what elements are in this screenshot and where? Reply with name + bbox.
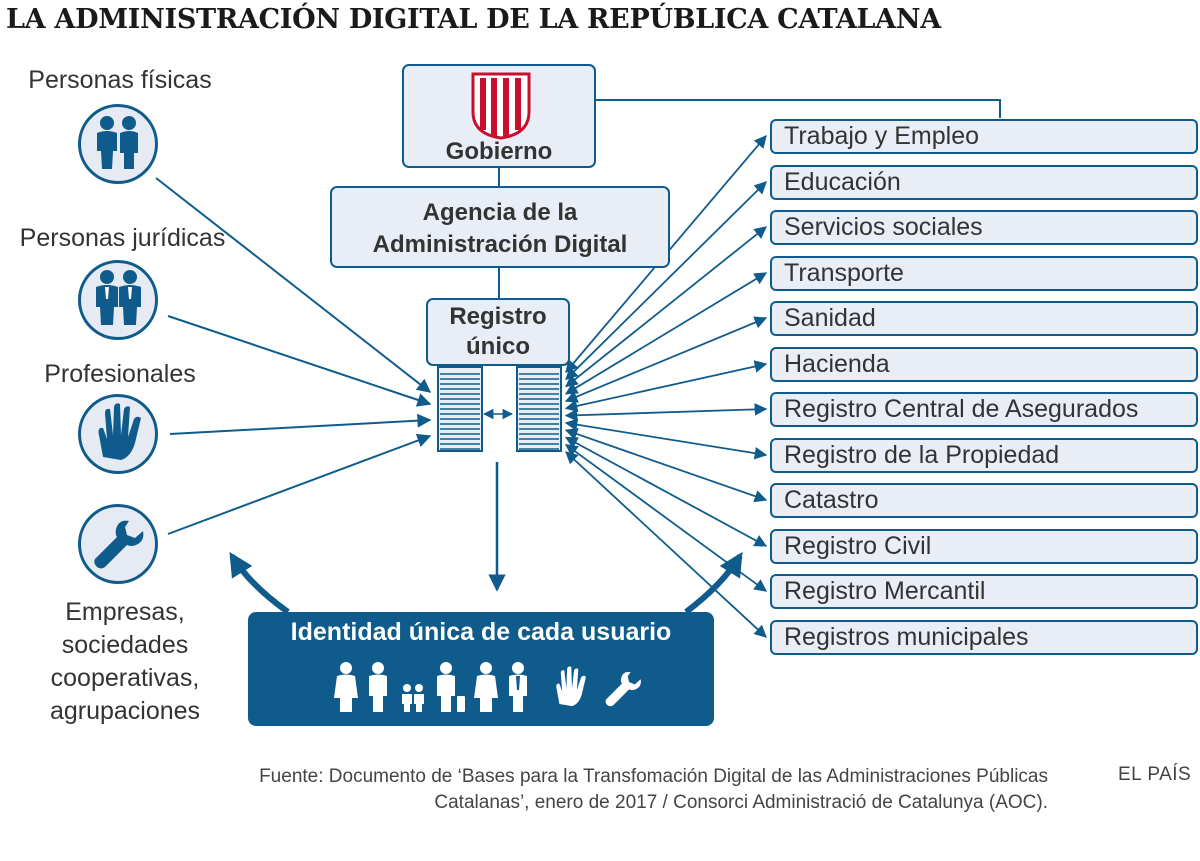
two-business-people-icon — [78, 260, 158, 340]
service-transporte: Transporte — [770, 256, 1198, 291]
service-arrow — [564, 360, 768, 413]
label-empresas: Empresas, sociedades cooperativas, agrup… — [10, 596, 240, 728]
wrench-small-icon — [605, 671, 641, 707]
agencia-line-1: Agencia de la — [422, 199, 578, 226]
registro-box: Registro único — [426, 298, 570, 366]
catalan-flag-emblem-icon — [471, 72, 531, 140]
service-registro-mercantil: Registro Mercantil — [770, 574, 1198, 609]
business-woman-icon — [474, 662, 498, 712]
service-arrow — [564, 316, 768, 403]
two-people-icon — [78, 104, 158, 184]
agencia-line-2: Administración Digital — [372, 231, 628, 258]
woman-icon — [334, 662, 358, 712]
service-arrow — [564, 272, 768, 395]
identidad-label: Identidad única de cada usuario — [290, 618, 672, 646]
user-icons-row — [334, 662, 641, 712]
label-empresas-line-1: Empresas, — [65, 598, 185, 626]
label-empresas-line-2: sociedades — [61, 631, 189, 659]
hand-small-icon — [556, 666, 586, 707]
service-educacion: Educación — [770, 165, 1198, 200]
service-catastro: Catastro — [770, 483, 1198, 518]
source-note: Fuente: Documento de ‘Bases para la Tran… — [88, 764, 1048, 816]
database-stack-left — [437, 366, 483, 452]
hand-icon — [78, 394, 158, 474]
service-registro-central: Registro Central de Asegurados — [770, 392, 1198, 427]
service-arrow — [564, 418, 768, 460]
registro-line-1: Registro — [449, 303, 547, 330]
service-registro-propiedad: Registro de la Propiedad — [770, 438, 1198, 473]
label-empresas-line-3: cooperativas, — [50, 664, 200, 692]
children-icon — [402, 684, 424, 712]
traveler-icon — [437, 662, 465, 712]
label-personas-fisicas: Personas físicas — [28, 66, 212, 94]
business-man-icon — [509, 662, 527, 712]
service-registros-municipales: Registros municipales — [770, 620, 1198, 655]
source-line-2: Catalanas’, enero de 2017 / Consorci Adm… — [434, 792, 1048, 813]
registro-line-2: único — [466, 333, 530, 360]
service-hacienda: Hacienda — [770, 347, 1198, 382]
gobierno-label: Gobierno — [445, 138, 553, 165]
service-arrow — [565, 451, 767, 638]
service-registro-civil: Registro Civil — [770, 529, 1198, 564]
database-stack-right — [516, 366, 562, 452]
agencia-box: Agencia de la Administración Digital — [330, 186, 670, 268]
service-arrow — [564, 427, 768, 503]
service-servicios-sociales: Servicios sociales — [770, 210, 1198, 245]
man-icon — [369, 662, 387, 712]
service-arrow — [564, 443, 768, 592]
source-line-1: Fuente: Documento de ‘Bases para la Tran… — [259, 766, 1048, 787]
label-empresas-line-4: agrupaciones — [49, 697, 201, 725]
label-profesionales: Profesionales — [44, 360, 196, 388]
service-trabajo: Trabajo y Empleo — [770, 119, 1198, 154]
page-title: LA ADMINISTRACIÓN DIGITAL DE LA REPÚBLIC… — [6, 4, 941, 35]
label-personas-juridicas: Personas jurídicas — [19, 224, 226, 252]
gobierno-box: Gobierno — [402, 64, 596, 168]
identidad-box: Identidad única de cada usuario — [248, 612, 714, 726]
service-arrow — [564, 403, 768, 422]
service-arrow — [564, 436, 768, 547]
publisher-logo: EL PAÍS — [1118, 764, 1192, 785]
wrench-icon — [78, 504, 158, 584]
service-sanidad: Sanidad — [770, 301, 1198, 336]
